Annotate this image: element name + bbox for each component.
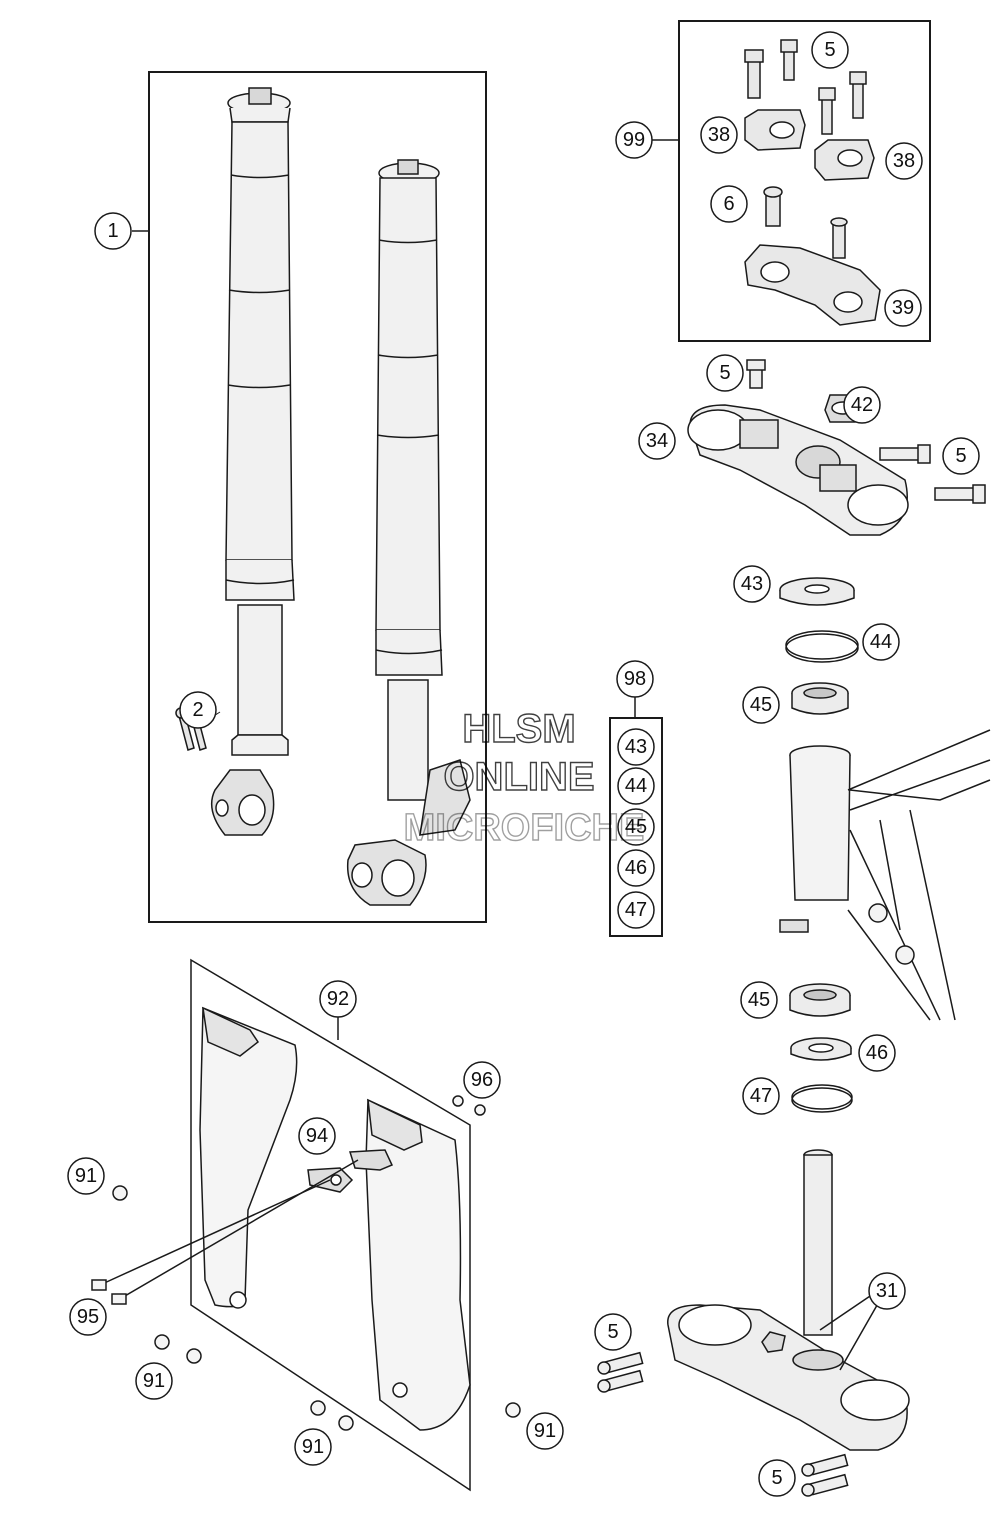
fork-guards-panel: [190, 958, 471, 1492]
callout-guard-bracket: 94: [298, 1117, 336, 1155]
svg-text:47: 47: [750, 1085, 772, 1107]
callout-lower-triple-screws-left: 5: [594, 1313, 632, 1351]
callout-clamp-screw: 6: [710, 185, 748, 223]
frame-head-tube: [779, 729, 991, 1021]
svg-text:91: 91: [534, 1420, 556, 1442]
callout-clamp-upper-left: 38: [700, 116, 738, 154]
callout-bearing-lower: 45: [740, 981, 778, 1019]
upper-bearing-stack: [779, 577, 859, 715]
svg-text:42: 42: [851, 394, 873, 416]
callout-kit-46: 46: [617, 849, 655, 887]
svg-text:46: 46: [625, 857, 647, 879]
callout-stem-nut: 42: [843, 386, 881, 424]
callout-bearing-kit: 98: [616, 660, 654, 698]
svg-text:43: 43: [741, 573, 763, 595]
svg-text:44: 44: [625, 775, 647, 797]
callout-guard-screw-91-b: 91: [135, 1362, 173, 1400]
callout-guard-screw-91-d: 91: [526, 1412, 564, 1450]
callout-clamp-screws-top: 5: [811, 31, 849, 69]
clamp-kit-parts: [744, 39, 881, 326]
svg-text:43: 43: [625, 736, 647, 758]
callout-kit-43: 43: [617, 728, 655, 766]
fork-assembly-frame: [148, 71, 487, 923]
callout-seal-ring: 46: [858, 1034, 896, 1072]
watermark-line-2: ONLINE: [443, 755, 594, 799]
callout-guard-screw-95: 95: [69, 1298, 107, 1336]
svg-text:91: 91: [75, 1165, 97, 1187]
left-fork-leg: [210, 87, 295, 836]
svg-text:34: 34: [646, 430, 668, 452]
callout-upper-triple-clamp: 34: [638, 422, 676, 460]
svg-text:2: 2: [192, 699, 203, 721]
callout-lower-triple-screws-bottom: 5: [758, 1459, 796, 1497]
svg-text:5: 5: [607, 1321, 618, 1343]
callout-triple-screw: 5: [706, 354, 744, 392]
callout-fork-screws: 2: [179, 691, 217, 729]
svg-text:94: 94: [306, 1125, 328, 1147]
callout-guard-screw-91-c: 91: [294, 1428, 332, 1466]
svg-text:5: 5: [771, 1467, 782, 1489]
svg-text:95: 95: [77, 1306, 99, 1328]
callout-fork-guards: 92: [319, 980, 357, 1018]
svg-text:96: 96: [471, 1069, 493, 1091]
callout-nut-96: 96: [463, 1061, 501, 1099]
callout-clamp-kit: 99: [615, 121, 653, 159]
callout-guard-screw-91-a: 91: [67, 1157, 105, 1195]
watermark-line-1: HLSM: [462, 707, 575, 751]
lower-bearing-stack: [789, 983, 853, 1113]
fork-guards: [91, 1006, 521, 1431]
callout-bearing-upper: 45: [742, 686, 780, 724]
svg-text:38: 38: [708, 124, 730, 146]
svg-text:98: 98: [624, 668, 646, 690]
callout-clamp-upper-right: 38: [885, 142, 923, 180]
clamp-kit-frame: [678, 20, 931, 342]
svg-text:5: 5: [719, 362, 730, 384]
callout-kit-45: 45: [617, 808, 655, 846]
svg-text:45: 45: [748, 989, 770, 1011]
svg-text:44: 44: [870, 631, 892, 653]
svg-text:45: 45: [750, 694, 772, 716]
svg-text:92: 92: [327, 988, 349, 1010]
callout-o-ring-upper: 44: [862, 623, 900, 661]
svg-text:31: 31: [876, 1280, 898, 1302]
bearing-kit-box: [609, 697, 663, 937]
svg-text:47: 47: [625, 899, 647, 921]
svg-text:6: 6: [723, 193, 734, 215]
svg-text:91: 91: [143, 1370, 165, 1392]
svg-text:5: 5: [824, 39, 835, 61]
lower-triple-clamp: [597, 1149, 910, 1497]
svg-text:5: 5: [955, 445, 966, 467]
callout-kit-44: 44: [617, 767, 655, 805]
watermark: HLSM ONLINE MICROFICHE: [403, 706, 645, 849]
watermark-line-3: MICROFICHE: [404, 807, 645, 849]
right-fork-leg: [346, 159, 471, 906]
svg-text:99: 99: [623, 129, 645, 151]
callout-lower-triple-clamp: 31: [868, 1272, 906, 1310]
callout-fork-assembly: 1: [94, 212, 132, 250]
svg-text:46: 46: [866, 1042, 888, 1064]
svg-text:39: 39: [892, 297, 914, 319]
callout-o-ring-lower: 47: [742, 1077, 780, 1115]
callout-dust-cover: 43: [733, 565, 771, 603]
svg-text:38: 38: [893, 150, 915, 172]
callout-upper-triple-screw-right: 5: [942, 437, 980, 475]
svg-text:45: 45: [625, 816, 647, 838]
svg-text:1: 1: [107, 220, 118, 242]
callout-kit-47: 47: [617, 891, 655, 929]
callout-clamp-base: 39: [884, 289, 922, 327]
svg-text:91: 91: [302, 1436, 324, 1458]
